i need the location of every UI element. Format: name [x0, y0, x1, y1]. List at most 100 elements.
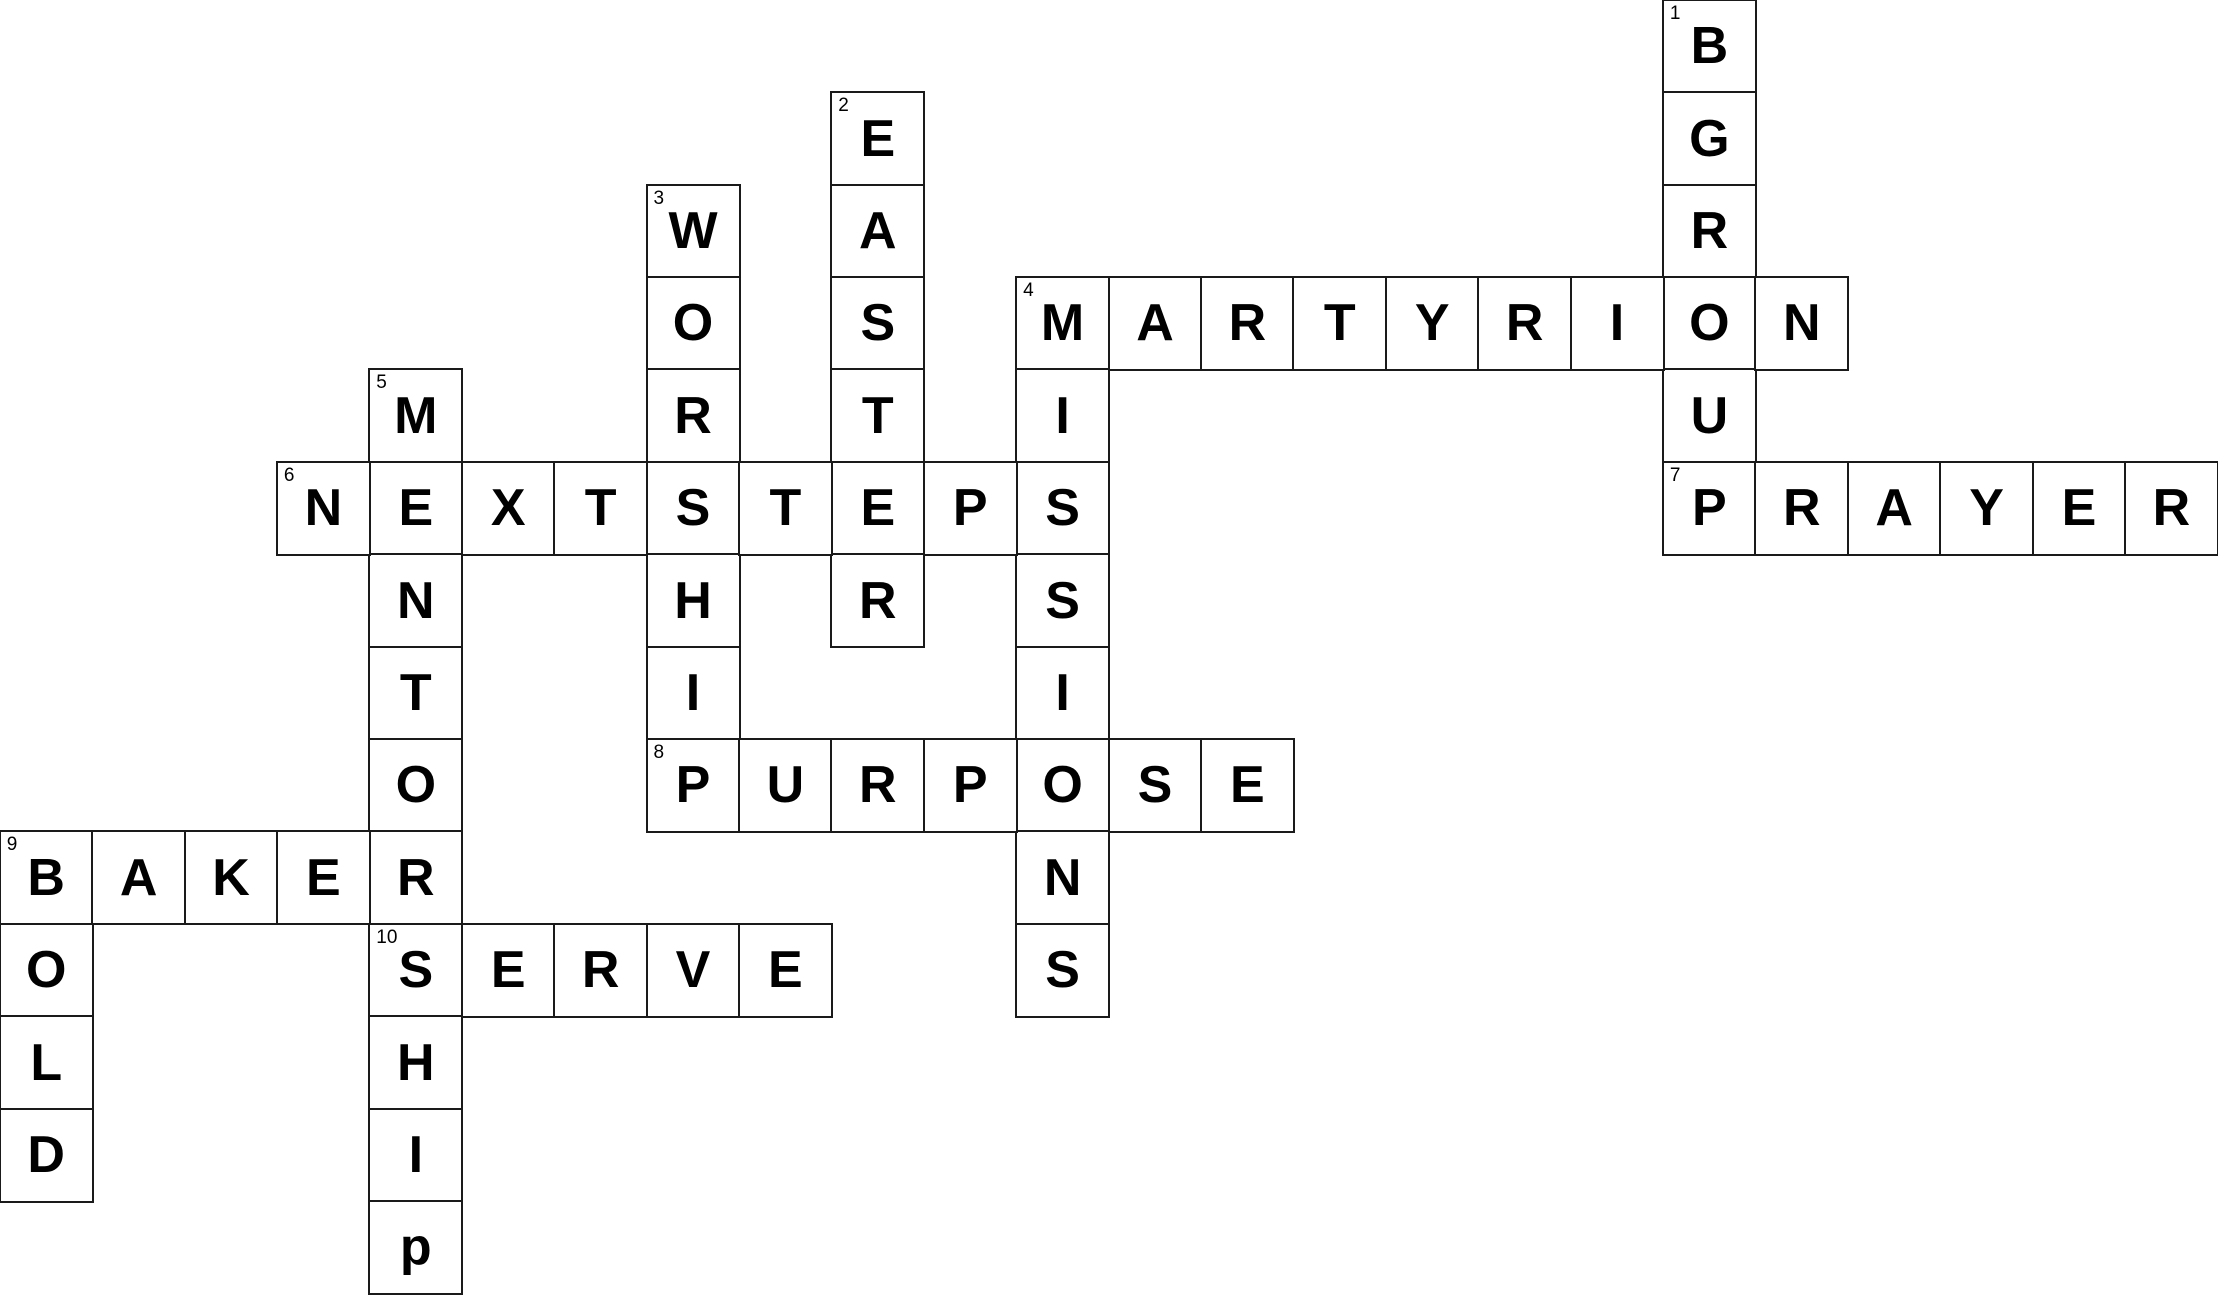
crossword-cell[interactable]: R — [1754, 460, 1850, 556]
crossword-cell[interactable]: D — [0, 1107, 94, 1203]
crossword-cell[interactable]: T — [553, 460, 649, 556]
cell-letter: U — [1690, 386, 1729, 445]
crossword-cell[interactable]: Y — [1939, 460, 2035, 556]
crossword-cell[interactable]: E — [275, 830, 371, 926]
cell-letter: A — [1136, 294, 1174, 353]
cell-letter: O — [395, 756, 437, 815]
clue-number: 8 — [653, 741, 665, 763]
cell-letter: E — [768, 941, 803, 1000]
crossword-cell[interactable]: p — [368, 1199, 464, 1295]
crossword-cell[interactable]: O — [0, 922, 94, 1018]
crossword-cell[interactable]: R — [830, 553, 926, 649]
crossword-cell[interactable]: A — [830, 183, 926, 279]
crossword-cell[interactable]: E — [368, 460, 464, 556]
crossword-cell[interactable]: R — [2123, 460, 2218, 556]
crossword-cell[interactable]: O — [368, 737, 464, 833]
cell-letter: S — [860, 294, 896, 353]
crossword-cell[interactable]: S — [1015, 553, 1111, 649]
crossword-cell[interactable]: U — [737, 737, 833, 833]
cell-letter: T — [861, 386, 894, 445]
crossword-cell[interactable]: N — [1015, 830, 1111, 926]
crossword-cell[interactable]: S — [645, 460, 741, 556]
crossword-cell[interactable]: I — [368, 1107, 464, 1203]
crossword-cell[interactable]: X — [460, 460, 556, 556]
crossword-cell[interactable]: T — [737, 460, 833, 556]
crossword-cell[interactable]: S — [830, 275, 926, 371]
crossword-cell[interactable]: R — [1199, 275, 1295, 371]
cell-letter: H — [397, 1033, 435, 1092]
crossword-cell[interactable]: S — [1015, 922, 1111, 1018]
crossword-cell[interactable]: L — [0, 1015, 94, 1111]
crossword-cell[interactable]: E — [2031, 460, 2127, 556]
crossword-cell[interactable]: T — [368, 645, 464, 741]
crossword-cell[interactable]: O — [1015, 737, 1111, 833]
crossword-cell[interactable]: R — [645, 368, 741, 464]
crossword-cell[interactable]: H — [368, 1015, 464, 1111]
crossword-cell[interactable]: I — [1015, 645, 1111, 741]
cell-letter: M — [1040, 294, 1085, 353]
cell-letter: O — [1689, 294, 1730, 353]
crossword-cell[interactable]: T — [1292, 275, 1388, 371]
crossword-cell[interactable]: U — [1661, 368, 1757, 464]
cell-letter: I — [1055, 664, 1070, 722]
cell-letter: N — [304, 479, 343, 538]
crossword-cell[interactable]: Y — [1384, 275, 1480, 371]
cell-letter: N — [1043, 848, 1082, 907]
cell-letter: S — [675, 479, 711, 538]
crossword-cell[interactable]: E — [460, 922, 556, 1018]
cell-letter: O — [25, 941, 67, 1000]
cell-letter: S — [1045, 941, 1080, 1000]
cell-letter: M — [394, 386, 438, 445]
cell-letter: E — [1230, 756, 1265, 815]
cell-letter: R — [581, 941, 620, 1000]
crossword-cell[interactable]: E — [830, 460, 926, 556]
crossword-cell[interactable]: E — [737, 922, 833, 1018]
cell-letter: O — [672, 294, 714, 353]
cell-letter: p — [399, 1218, 432, 1277]
crossword-cell[interactable]: O — [645, 275, 741, 371]
cell-letter: R — [1690, 202, 1729, 260]
cell-letter: G — [1689, 109, 1730, 168]
crossword-cell[interactable]: R — [1661, 183, 1757, 279]
crossword-cell[interactable]: N — [368, 553, 464, 649]
crossword-cell[interactable]: A — [91, 830, 187, 926]
crossword-cell[interactable]: A — [1107, 275, 1203, 371]
crossword-cell[interactable]: I — [1569, 275, 1665, 371]
clue-number: 3 — [653, 187, 665, 209]
crossword-cell[interactable]: R — [553, 922, 649, 1018]
crossword-cell[interactable]: A — [1846, 460, 1942, 556]
crossword-cell[interactable]: S — [1107, 737, 1203, 833]
crossword-cell[interactable]: R — [1477, 275, 1573, 371]
crossword-cell[interactable]: E — [1199, 737, 1295, 833]
cell-letter: I — [685, 664, 701, 722]
cell-letter: R — [674, 386, 712, 445]
crossword-cell[interactable]: I — [645, 645, 741, 741]
crossword-cell[interactable]: K — [183, 830, 279, 926]
cell-letter: U — [766, 756, 805, 815]
crossword-cell[interactable]: N — [1754, 275, 1850, 371]
crossword-cell[interactable]: G — [1661, 91, 1757, 187]
cell-letter: A — [859, 202, 897, 260]
cell-letter: S — [1045, 479, 1080, 538]
crossword-cell[interactable]: P — [922, 737, 1018, 833]
crossword-cell[interactable]: O — [1661, 275, 1757, 371]
crossword-cell[interactable]: R — [368, 830, 464, 926]
crossword-cell[interactable]: T — [830, 368, 926, 464]
crossword-cell[interactable]: I — [1015, 368, 1111, 464]
crossword-cell[interactable]: R — [830, 737, 926, 833]
crossword-cell[interactable]: P — [922, 460, 1018, 556]
crossword-cell[interactable]: S — [1015, 460, 1111, 556]
crossword-cell[interactable]: V — [645, 922, 741, 1018]
crossword-cell[interactable]: H — [645, 553, 741, 649]
